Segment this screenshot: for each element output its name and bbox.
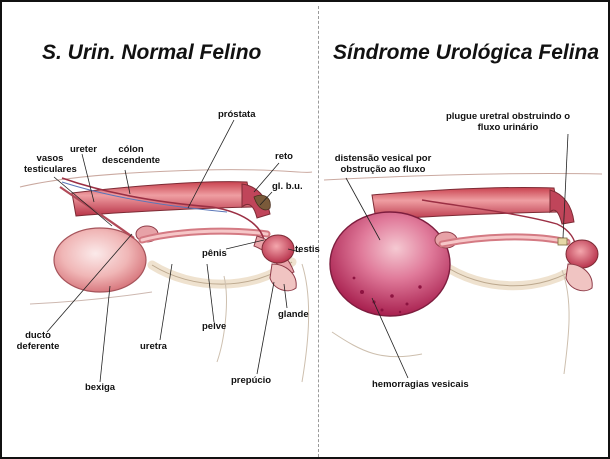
thigh-outline-right bbox=[562, 270, 569, 374]
label-distensao: distensão vesical por obstrução ao fluxo bbox=[324, 154, 442, 175]
label-vasos-line1: vasos bbox=[24, 154, 76, 165]
label-penis: pênis bbox=[202, 249, 227, 260]
label-uretra: uretra bbox=[140, 342, 167, 353]
label-prepucio: prepúcio bbox=[231, 376, 271, 387]
label-colon-line2: descendente bbox=[102, 156, 160, 167]
urethral-plug bbox=[558, 238, 567, 245]
body-wall-right bbox=[332, 332, 422, 357]
pelvis-bone-right bbox=[442, 264, 582, 286]
label-plugue: plugue uretral obstruindo o fluxo urinár… bbox=[433, 112, 583, 133]
glans-right bbox=[566, 264, 592, 291]
label-prostata: próstata bbox=[218, 110, 255, 121]
label-ducto-line2: deferente bbox=[12, 342, 64, 353]
body-wall-line bbox=[30, 292, 152, 304]
label-colon: cólon descendente bbox=[102, 145, 160, 166]
leg-outline bbox=[217, 276, 226, 362]
label-hemorragias: hemorragias vesicais bbox=[372, 380, 469, 391]
label-glande: glande bbox=[278, 310, 309, 321]
label-reto: reto bbox=[275, 152, 293, 163]
label-bexiga: bexiga bbox=[85, 383, 115, 394]
label-vasos: vasos testiculares bbox=[24, 154, 76, 175]
label-vasos-line2: testiculares bbox=[24, 165, 76, 176]
label-distensao-line1: distensão vesical por bbox=[324, 154, 442, 165]
label-ducto: ducto deferente bbox=[12, 331, 64, 352]
label-distensao-line2: obstrução ao fluxo bbox=[324, 165, 442, 176]
label-testis: testis bbox=[295, 245, 320, 256]
label-pelve: pelve bbox=[202, 322, 226, 333]
thigh-outline bbox=[302, 264, 309, 382]
label-colon-line1: cólon bbox=[102, 145, 160, 156]
rectum-right bbox=[550, 190, 574, 224]
label-plugue-line2: fluxo urinário bbox=[433, 123, 583, 134]
label-ducto-line1: ducto bbox=[12, 331, 64, 342]
distended-bladder bbox=[330, 212, 450, 316]
label-plugue-line1: plugue uretral obstruindo o bbox=[433, 112, 583, 123]
colon bbox=[72, 182, 252, 216]
label-glbu: gl. b.u. bbox=[272, 182, 303, 193]
